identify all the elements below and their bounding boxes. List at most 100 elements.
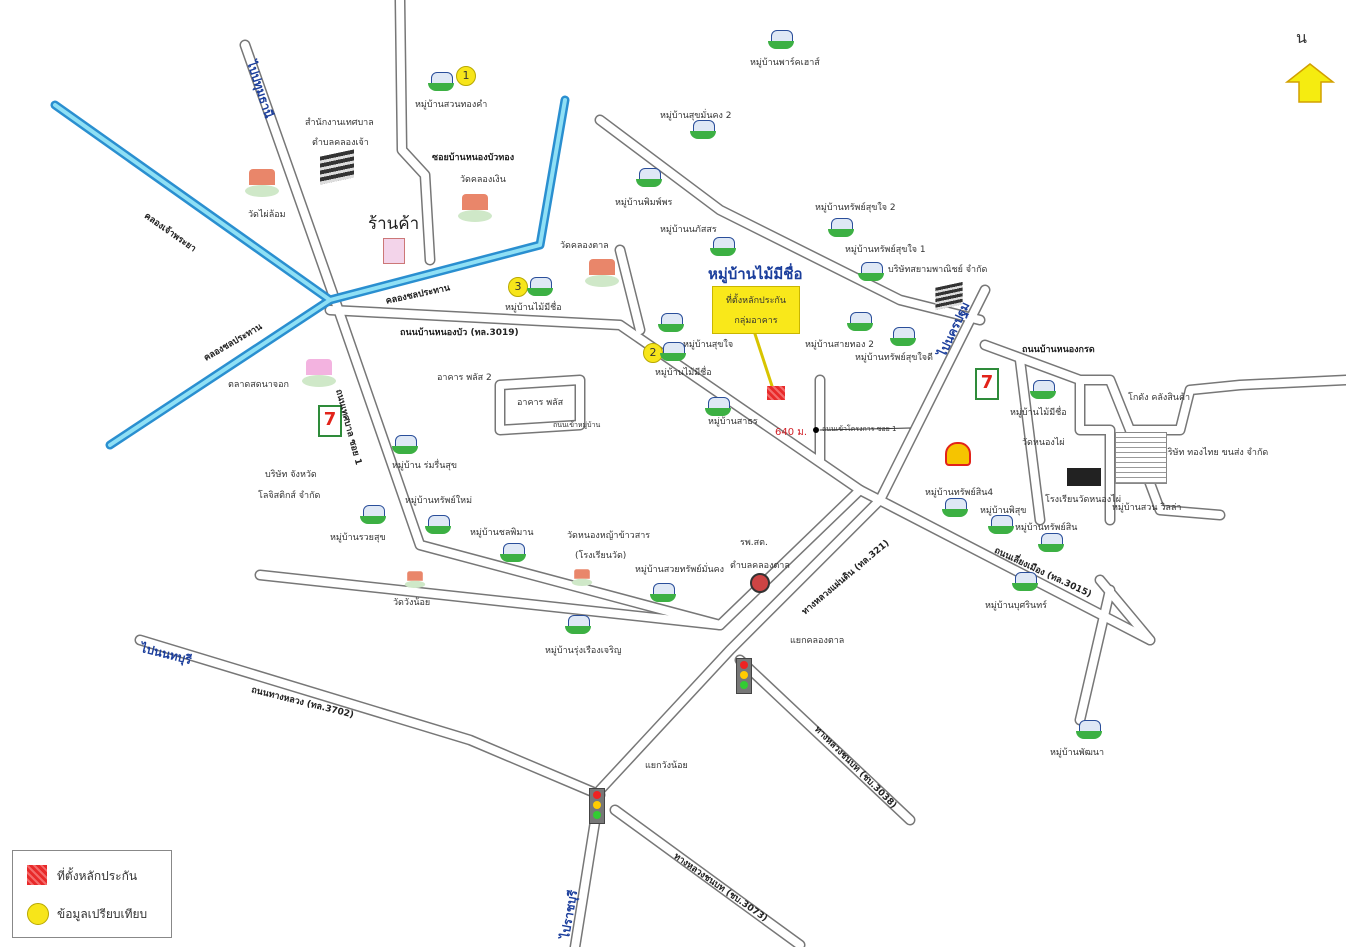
village-label: หมู่บ้านสาธร bbox=[708, 417, 758, 427]
temple-icon bbox=[245, 165, 279, 199]
village-icon bbox=[500, 543, 526, 563]
temple-small-label: วัดวังน้อย bbox=[393, 598, 431, 608]
office-label-2: ตำบลคลองเจ้า bbox=[312, 138, 369, 148]
village-icon bbox=[768, 30, 794, 50]
comparable-marker-2: 2 bbox=[643, 343, 663, 363]
village-icon bbox=[636, 168, 662, 188]
temple-icon bbox=[585, 255, 619, 289]
seven-eleven-icon: 7 bbox=[975, 368, 999, 400]
housing-grid bbox=[1115, 432, 1167, 484]
village-label: หมู่บ้านทรัพย์สุขใจ 2 bbox=[815, 203, 896, 213]
market-label: ตลาดสดนาจอก bbox=[228, 380, 289, 390]
collateral-callout: ที่ตั้งหลักประกัน กลุ่มอาคาร bbox=[712, 286, 800, 334]
village-label: หมู่บ้าน ร่มรื่นสุข bbox=[392, 461, 458, 471]
village-icon bbox=[392, 435, 418, 455]
company-tr-label: บริษัทสยามพาณิชย์ จำกัด bbox=[888, 265, 988, 275]
legend-comparable: ข้อมูลเปรียบเทียบ bbox=[57, 907, 148, 921]
village-icon bbox=[690, 120, 716, 140]
village-icon bbox=[658, 313, 684, 333]
temple-icon bbox=[458, 190, 492, 224]
warehouse3-label: อาคาร พลัส bbox=[517, 398, 564, 408]
village-icon bbox=[705, 397, 731, 417]
village-icon bbox=[710, 237, 736, 257]
temple-icon bbox=[404, 569, 426, 589]
village-label: หมู่บ้านไม้มีชื่อ bbox=[505, 303, 562, 313]
shop-icon bbox=[383, 238, 405, 264]
callout-line1: ที่ตั้งหลักประกัน bbox=[725, 296, 787, 306]
village-label: หมู่บ้านรวยสุข bbox=[330, 533, 386, 543]
collateral-legend-icon bbox=[27, 865, 47, 885]
village-label: หมู่บ้านสวนทองคำ bbox=[415, 100, 488, 110]
legend: ที่ตั้งหลักประกัน ข้อมูลเปรียบเทียบ bbox=[12, 850, 172, 938]
school-icon bbox=[1067, 468, 1101, 486]
site-road-label: ถนนเข้าโครงการ ซอย 1 bbox=[822, 425, 897, 433]
legend-collateral: ที่ตั้งหลักประกัน bbox=[57, 869, 138, 883]
traffic-light-icon bbox=[736, 658, 752, 694]
junction2-label: แยกวังน้อย bbox=[645, 761, 688, 771]
lane-small-label: ถนนเข้าหมู่บ้าน bbox=[553, 421, 601, 429]
lane-road-label: ถนนบ้านหนองบัว (ทล.3019) bbox=[400, 328, 519, 338]
village-label: หมู่บ้านพาร์คเฮาส์ bbox=[750, 58, 820, 68]
village-label: หมู่บ้านพิมพ์พร bbox=[615, 198, 673, 208]
wat-left-label: วัดไผ่ล้อม bbox=[248, 210, 286, 220]
north-label: น bbox=[1296, 28, 1307, 47]
shell-station-icon bbox=[945, 442, 971, 466]
village-icon bbox=[425, 515, 451, 535]
village-grid-label: หมู่บ้านสวน วิลล่า bbox=[1112, 503, 1182, 513]
company-r-label: บริษัท ทองไทย ขนส่ง จำกัด bbox=[1162, 448, 1269, 458]
village-icon bbox=[565, 615, 591, 635]
village-icon bbox=[1076, 720, 1102, 740]
nong-krot-road-label: ถนนบ้านหนองกรด bbox=[1022, 345, 1095, 355]
junction1-label: แยกคลองตาล bbox=[790, 636, 845, 646]
main-village-label: หมู่บ้านไม้มีชื่อ bbox=[708, 265, 803, 283]
wat-canal-label: วัดคลองตาล bbox=[560, 241, 609, 251]
village-label: หมู่บ้านสายทอง 2 bbox=[805, 340, 874, 350]
village-icon bbox=[360, 505, 386, 525]
temple-icon bbox=[571, 567, 593, 587]
village-icon bbox=[660, 342, 686, 362]
hospital-icon bbox=[750, 573, 770, 593]
school-e-label: โรงเรียนวัดหนองไผ่ bbox=[1045, 495, 1121, 505]
soi-label: ซอยบ้านหนองบัวทอง bbox=[432, 153, 515, 163]
village-icon bbox=[1038, 533, 1064, 553]
village-icon bbox=[1030, 380, 1056, 400]
warehouse2-label: อาคาร พลัส 2 bbox=[437, 373, 492, 383]
village-icon bbox=[890, 327, 916, 347]
village-label: หมู่บ้านพิสุข bbox=[980, 506, 1027, 516]
village-icon bbox=[942, 498, 968, 518]
wat-e-label: วัดหนองไผ่ bbox=[1022, 438, 1065, 448]
village-icon bbox=[650, 583, 676, 603]
village-label: หมู่บ้านรุ่งเรืองเจริญ bbox=[545, 646, 622, 656]
village-icon bbox=[1012, 572, 1038, 592]
comparable-marker-3: 3 bbox=[508, 277, 528, 297]
distance-label: 640 ม. bbox=[775, 427, 808, 438]
village-label: หมู่บ้านชลพิมาน bbox=[470, 528, 534, 538]
village-label: หมู่บ้านนภัสสร bbox=[660, 225, 717, 235]
village-icon bbox=[527, 277, 553, 297]
village-label: หมู่บ้านไม้มีชื่อ bbox=[1010, 408, 1067, 418]
collateral-site-marker bbox=[767, 386, 785, 400]
village-label: หมู่บ้านทรัพย์สุขใจ 1 bbox=[845, 245, 926, 255]
warehouse-label: โกดัง คลังสินค้า bbox=[1128, 393, 1191, 403]
village-icon bbox=[428, 72, 454, 92]
village-label: หมู่บ้านทรัพย์สิน bbox=[1015, 523, 1078, 533]
hospital-label-2: ตำบลคลองตาล bbox=[730, 561, 790, 571]
village-label: หมู่บ้านสุขมั่นคง 2 bbox=[660, 111, 732, 121]
village-label: หมู่บ้านบุศรินทร์ bbox=[985, 601, 1047, 611]
village-icon bbox=[988, 515, 1014, 535]
comparable-marker-1: 1 bbox=[456, 66, 476, 86]
village-icon bbox=[828, 218, 854, 238]
village-label: หมู่บ้านทรัพย์สิน4 bbox=[925, 488, 994, 498]
village-label: หมู่บ้านสวยทรัพย์มั่นคง bbox=[635, 565, 725, 575]
shop-label: ร้านค้า bbox=[368, 214, 420, 234]
comparable-legend-icon bbox=[27, 903, 49, 925]
village-label: หมู่บ้านทรัพย์ใหม่ bbox=[405, 496, 473, 506]
company-label: บริษัท จังหวัด bbox=[265, 470, 317, 480]
village-label: หมู่บ้านสุขใจ bbox=[683, 340, 734, 350]
village-label: หมู่บ้านพัฒนา bbox=[1050, 748, 1105, 758]
village-label: หมู่บ้านทรัพย์สุขใจดี bbox=[855, 353, 933, 363]
north-arrow-icon bbox=[1285, 63, 1335, 103]
school-label-2: (โรงเรียนวัด) bbox=[575, 551, 627, 561]
office-label: สำนักงานเทศบาล bbox=[305, 118, 374, 128]
